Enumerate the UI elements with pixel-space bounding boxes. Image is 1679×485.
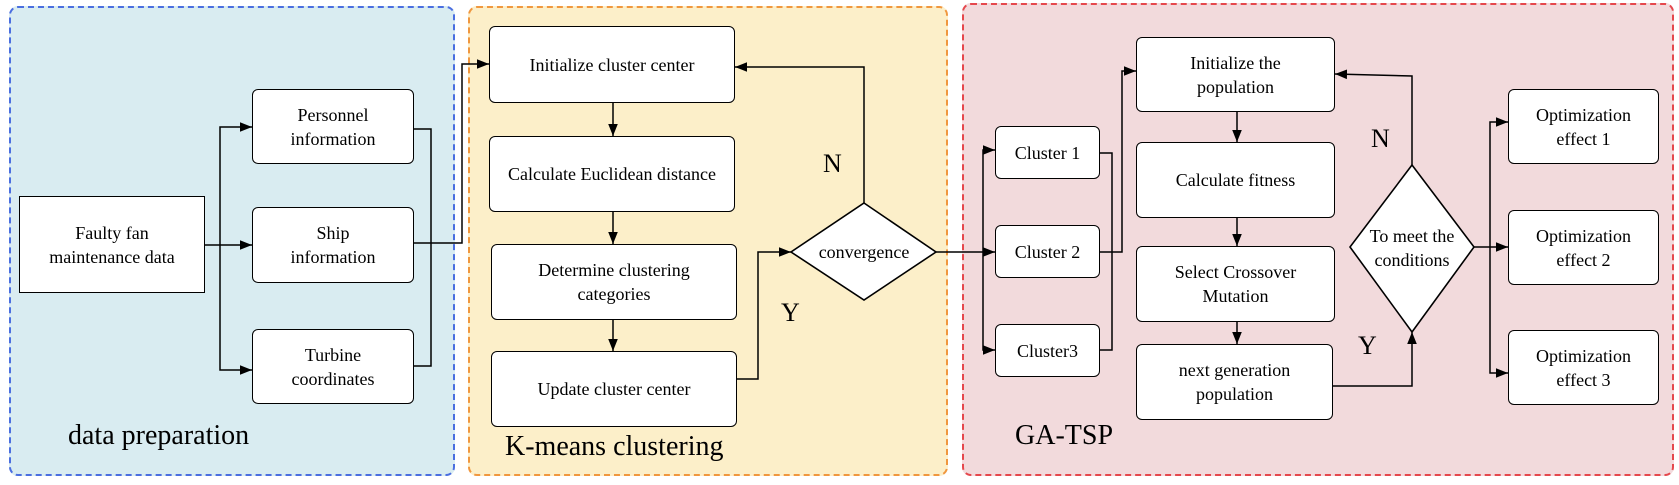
kmeans-y-label: Y (781, 298, 800, 327)
initialize-population-box: Initialize the population (1136, 37, 1335, 112)
next-generation-box: next generation population (1136, 344, 1333, 420)
cluster-2-box: Cluster 2 (995, 225, 1100, 278)
personnel-info-box: Personnel information (252, 89, 414, 164)
update-cluster-center-box: Update cluster center (491, 351, 737, 427)
calculate-fitness-box: Calculate fitness (1136, 142, 1335, 218)
kmeans-n-label: N (823, 149, 842, 178)
initialize-cluster-center-box: Initialize cluster center (489, 26, 735, 103)
optimization-effect-2-box: Optimization effect 2 (1508, 210, 1659, 285)
convergence-label: convergence (818, 242, 910, 262)
optimization-effect-3-box: Optimization effect 3 (1508, 330, 1659, 405)
ga-n-label: N (1371, 124, 1390, 153)
kmeans-label: K-means clustering (505, 431, 724, 462)
ship-info-box: Ship information (252, 207, 414, 283)
ga-y-label: Y (1358, 331, 1377, 360)
ga-tsp-label: GA-TSP (1015, 420, 1114, 451)
cluster-1-box: Cluster 1 (995, 126, 1100, 179)
determine-categories-box: Determine clustering categories (491, 244, 737, 320)
select-crossover-mutation-box: Select Crossover Mutation (1136, 246, 1335, 322)
data-preparation-label: data preparation (68, 420, 250, 451)
cluster-3-box: Cluster3 (995, 324, 1100, 377)
source-data-box: Faulty fan maintenance data (19, 196, 205, 293)
calculate-euclidean-box: Calculate Euclidean distance (489, 136, 735, 212)
turbine-coordinates-box: Turbine coordinates (252, 329, 414, 404)
conditions-label: To meet the conditions (1369, 226, 1455, 270)
optimization-effect-1-box: Optimization effect 1 (1508, 89, 1659, 164)
